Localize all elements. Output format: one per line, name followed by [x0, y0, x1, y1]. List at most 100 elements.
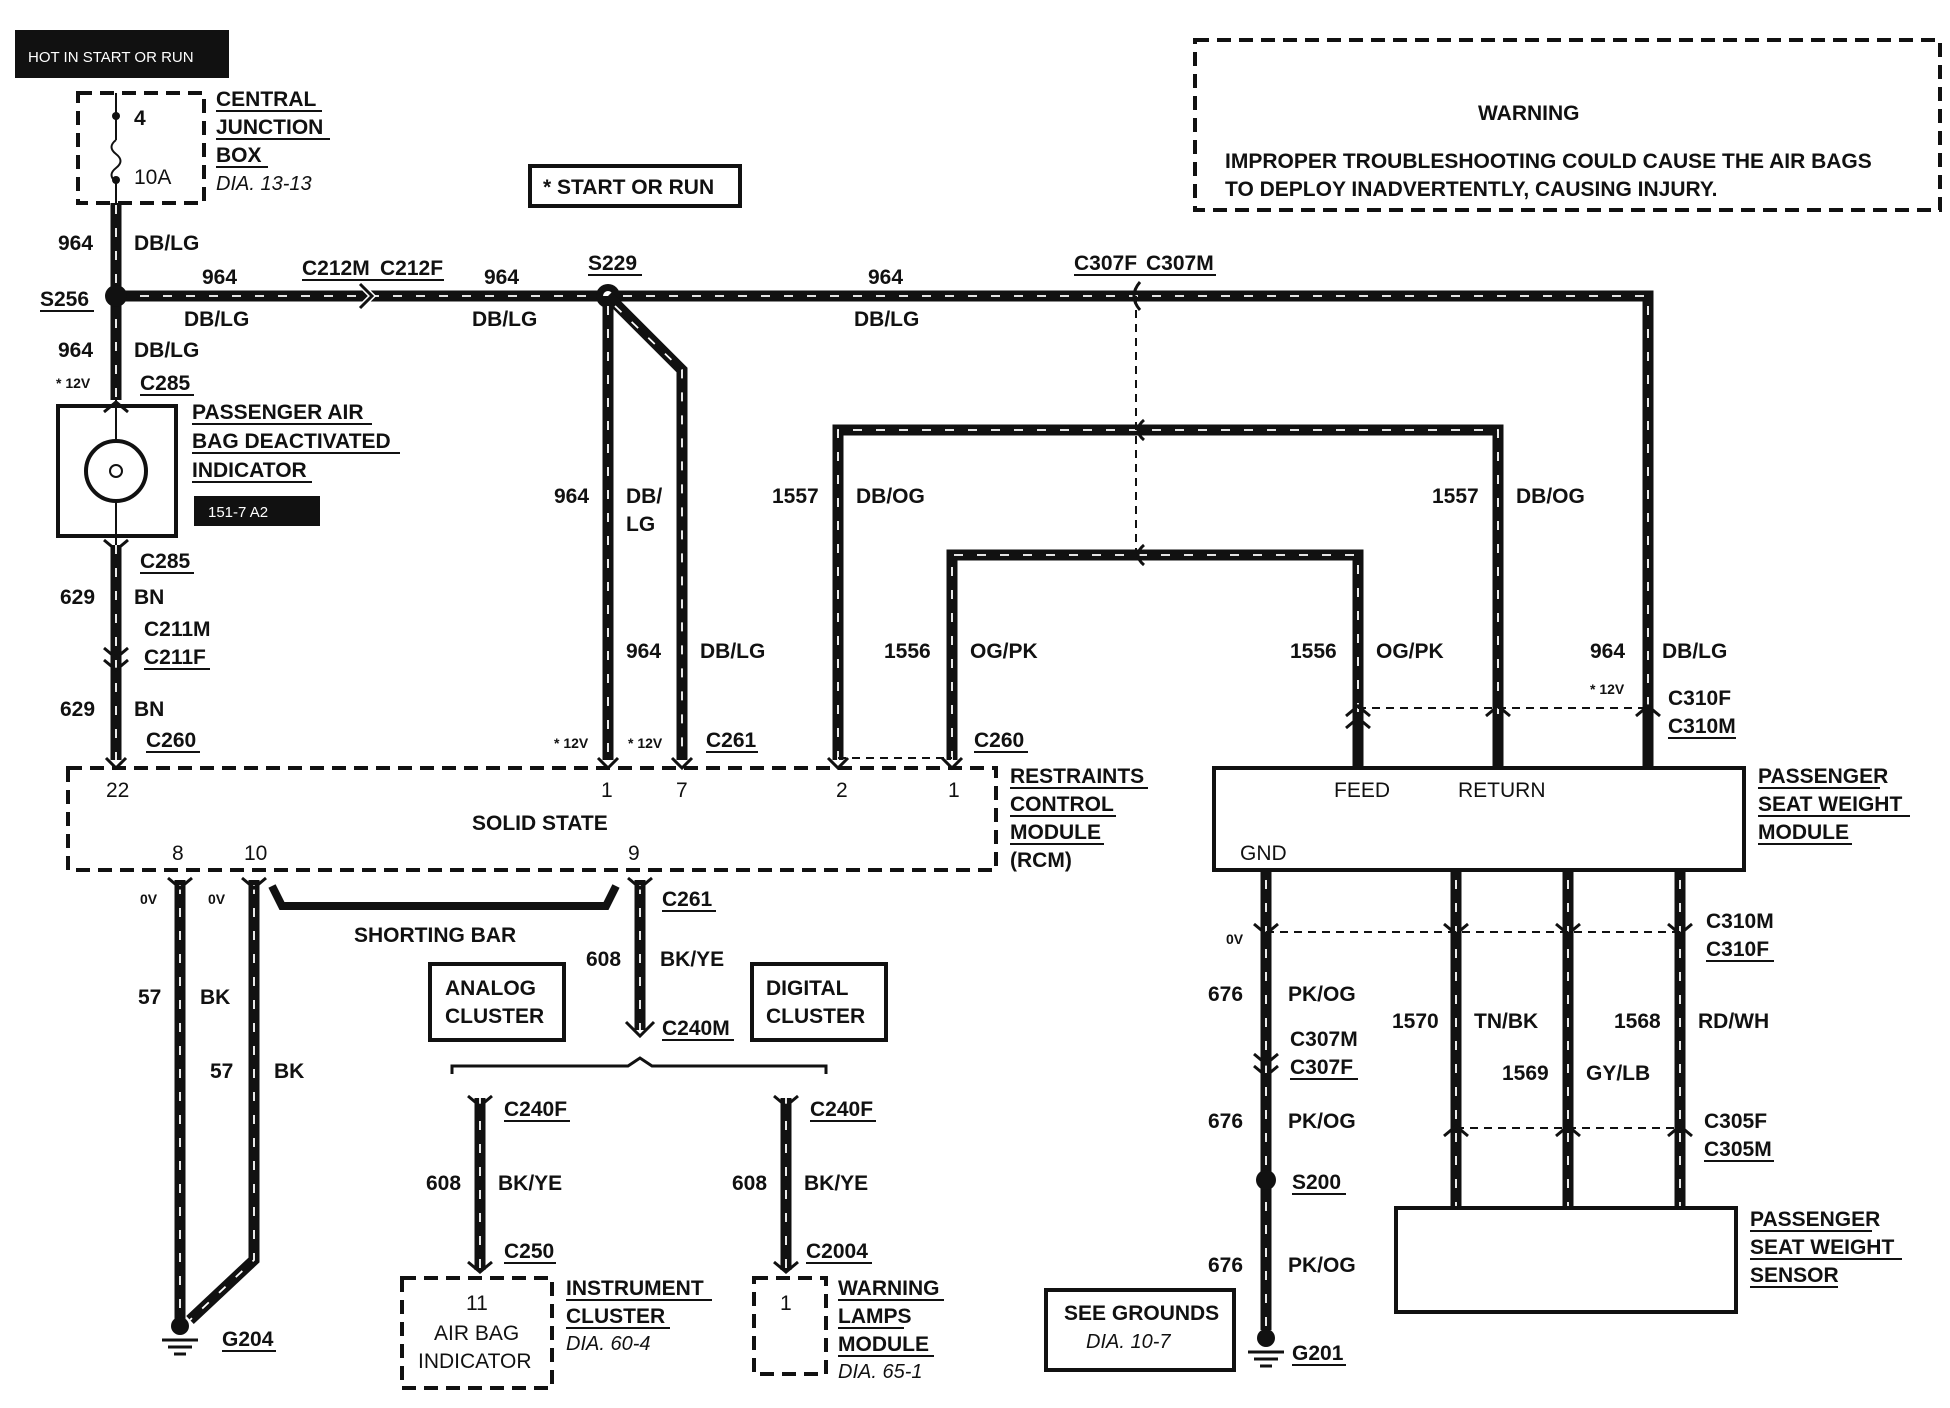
svg-text:964: 964 — [626, 640, 661, 663]
pswm-return: RETURN — [1458, 779, 1546, 802]
svg-text:* 12V: * 12V — [554, 735, 589, 751]
svg-text:C212M: C212M — [302, 257, 370, 280]
svg-text:1557: 1557 — [1432, 485, 1479, 508]
svg-text:GY/LB: GY/LB — [1586, 1062, 1650, 1085]
see-grounds-1: SEE GROUNDS — [1064, 1302, 1219, 1325]
restraints-control-module — [66, 766, 998, 872]
rcm-pin-8: 8 — [172, 842, 184, 865]
svg-text:C307M: C307M — [1146, 252, 1214, 275]
junction-box-title-1: CENTRAL — [216, 88, 316, 111]
svg-text:57: 57 — [138, 986, 161, 1009]
svg-text:964: 964 — [554, 485, 589, 508]
svg-text:DB/OG: DB/OG — [856, 485, 925, 508]
instrument-title-1: INSTRUMENT — [566, 1277, 704, 1300]
instrument-ref: DIA. 60-4 — [566, 1333, 650, 1355]
instrument-airbag-2: INDICATOR — [418, 1350, 532, 1373]
wire-608-branches — [474, 1098, 792, 1270]
indicator-part-ref: 151-7 A2 — [208, 504, 268, 521]
warning-line-1: IMPROPER TROUBLESHOOTING COULD CAUSE THE… — [1225, 150, 1872, 173]
pss-title-1: PASSENGER — [1750, 1208, 1880, 1231]
svg-text:C261: C261 — [706, 729, 757, 752]
central-junction-box — [76, 91, 206, 205]
rcm-center-label: SOLID STATE — [472, 812, 608, 835]
rcm-title-2: CONTROL — [1010, 793, 1114, 816]
svg-text:DB/LG: DB/LG — [700, 640, 765, 663]
svg-text:C310M: C310M — [1706, 910, 1774, 933]
svg-text:TN/BK: TN/BK — [1474, 1010, 1538, 1033]
warning-title: WARNING — [1478, 102, 1580, 125]
svg-text:* 12V: * 12V — [628, 735, 663, 751]
rcm-pin-1: 1 — [601, 779, 613, 802]
see-grounds-box — [1044, 1288, 1236, 1372]
warning-lamps-module — [752, 1276, 828, 1376]
ground-g201-icon — [1248, 1350, 1284, 1368]
svg-text:DB/LG: DB/LG — [134, 339, 199, 362]
svg-text:964: 964 — [202, 266, 237, 289]
pss-title-3: SENSOR — [1750, 1264, 1839, 1287]
ground-g201-label: G201 — [1292, 1342, 1344, 1365]
voltage-labels: * 12V * 12V * 12V * 12V 0V 0V 0V — [56, 375, 1625, 947]
svg-text:1570: 1570 — [1392, 1010, 1439, 1033]
svg-text:676: 676 — [1208, 1254, 1243, 1277]
ground-g204-icon — [162, 1338, 198, 1356]
analog-cluster-box — [428, 962, 566, 1042]
indicator-part-ref-box — [194, 496, 320, 526]
svg-text:PK/OG: PK/OG — [1288, 983, 1356, 1006]
warning-lamps-title-2: LAMPS — [838, 1305, 912, 1328]
warning-box — [1193, 38, 1942, 212]
fuse-number: 4 — [134, 107, 146, 130]
svg-text:676: 676 — [1208, 1110, 1243, 1133]
svg-text:C260: C260 — [974, 729, 1024, 752]
svg-text:BK: BK — [200, 986, 230, 1009]
svg-text:PK/OG: PK/OG — [1288, 1110, 1356, 1133]
svg-text:BK/YE: BK/YE — [660, 948, 724, 971]
svg-text:964: 964 — [58, 339, 93, 362]
indicator-title-3: INDICATOR — [192, 459, 307, 482]
rcm-pin-22: 22 — [106, 779, 129, 802]
wire-labels: 964 DB/LG 964 DB/LG 964 DB/LG 964 DB/LG … — [58, 232, 1769, 1277]
rcm-pin-1b: 1 — [948, 779, 960, 802]
fuse-rating: 10A — [134, 166, 171, 189]
svg-text:57: 57 — [210, 1060, 233, 1083]
splice-s229-label: S229 — [588, 252, 637, 275]
svg-text:C307M: C307M — [1290, 1028, 1358, 1051]
svg-text:629: 629 — [60, 698, 95, 721]
svg-text:C285: C285 — [140, 550, 191, 573]
rcm-pin-2: 2 — [836, 779, 848, 802]
svg-text:964: 964 — [868, 266, 903, 289]
svg-text:964: 964 — [1590, 640, 1625, 663]
svg-text:DB/LG: DB/LG — [134, 232, 199, 255]
digital-cluster-2: CLUSTER — [766, 1005, 865, 1028]
svg-text:* 12V: * 12V — [1590, 681, 1625, 697]
rcm-title-1: RESTRAINTS — [1010, 765, 1144, 788]
passenger-seat-weight-module — [1212, 766, 1746, 872]
svg-text:OG/PK: OG/PK — [1376, 640, 1444, 663]
svg-text:BK/YE: BK/YE — [498, 1172, 562, 1195]
rcm-title-3: MODULE — [1010, 821, 1101, 844]
svg-text:BN: BN — [134, 698, 164, 721]
hot-label: HOT IN START OR RUN — [28, 49, 194, 66]
analog-cluster-1: ANALOG — [445, 977, 536, 1000]
indicator-title-2: BAG DEACTIVATED — [192, 430, 391, 453]
svg-text:608: 608 — [426, 1172, 461, 1195]
svg-text:DB/LG: DB/LG — [854, 308, 919, 331]
svg-text:964: 964 — [58, 232, 93, 255]
svg-text:OG/PK: OG/PK — [970, 640, 1038, 663]
instrument-pin: 11 — [466, 1292, 488, 1315]
svg-text:C305M: C305M — [1704, 1138, 1772, 1161]
pss-title-2: SEAT WEIGHT — [1750, 1236, 1894, 1259]
svg-text:C310F: C310F — [1706, 938, 1769, 961]
instrument-title-2: CLUSTER — [566, 1305, 665, 1328]
svg-text:DB/LG: DB/LG — [184, 308, 249, 331]
svg-text:C240M: C240M — [662, 1017, 730, 1040]
warning-lamps-title-1: WARNING — [838, 1277, 940, 1300]
ground-g204-label: G204 — [222, 1328, 274, 1351]
junction-box-ref: DIA. 13-13 — [216, 173, 312, 195]
svg-text:C307F: C307F — [1290, 1056, 1353, 1079]
svg-text:BN: BN — [134, 586, 164, 609]
wire-57 — [174, 880, 260, 1325]
svg-text:0V: 0V — [208, 891, 226, 907]
wires-sensor — [1450, 870, 1686, 1208]
svg-text:DB/LG: DB/LG — [1662, 640, 1727, 663]
junction-box-title-2: JUNCTION — [216, 116, 323, 139]
